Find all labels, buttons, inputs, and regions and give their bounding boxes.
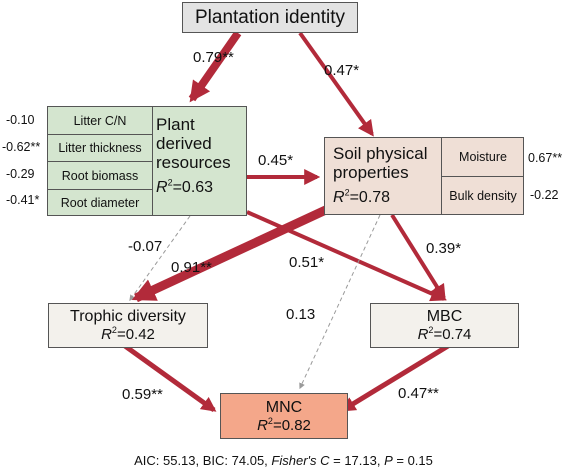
arrow-trophic-mnc [123,343,217,413]
coef-mbc-mnc: 0.47** [398,385,439,402]
node-plant-derived-resources: Litter C/N Litter thickness Root biomass… [47,106,247,216]
coef-plantation-plant: 0.79** [193,49,234,66]
footer-middle: = 17.13, [329,453,385,468]
trophic-r2: R2=0.42 [101,325,155,344]
mbc-r2: R2=0.74 [417,325,472,344]
loading-litter-thickness: -0.62** [2,140,41,154]
coef-plant-soil: 0.45* [258,152,294,169]
arrow-soil-mbc [390,213,446,301]
plant-indicator-root-diameter: Root diameter [60,196,140,210]
plant-indicator-litter-cn: Litter C/N [48,107,152,135]
soil-r2: R2=0.78 [333,187,391,206]
soil-indicator-bulk-density: Bulk density [449,188,517,203]
mbc-label: MBC [426,308,463,325]
coef-plant-trophic: -0.07 [128,238,163,255]
footer-prefix: AIC: 55.13, BIC: 74.05, [134,453,272,468]
node-soil-physical-properties: Soil physical properties R2=0.78 Moistur… [324,137,524,215]
soil-indicator-moisture: Moisture [442,138,524,177]
plant-label-line3: resources [156,153,231,172]
arrow-mbc-mnc [340,343,450,413]
mnc-r2: R2=0.82 [257,416,311,435]
coef-soil-mnc: 0.13 [286,306,316,323]
model-fit-footer: AIC: 55.13, BIC: 74.05, Fisher's C = 17.… [0,453,567,468]
plant-indicator-column: Litter C/N Litter thickness Root biomass… [48,107,153,215]
arrow-plant-mbc [246,210,447,302]
arrow-plantation-soil [298,31,374,137]
coef-soil-mbc: 0.39* [426,240,462,257]
trophic-label: Trophic diversity [70,308,186,325]
node-plantation-identity: Plantation identity [182,2,358,33]
coef-trophic-mnc: 0.59** [122,386,163,403]
loading-root-biomass: -0.29 [6,167,35,181]
arrow-soil-mnc [299,214,381,390]
node-mbc: MBC R2=0.74 [370,303,519,348]
plant-label-line1: Plant [156,115,195,134]
node-plantation-label: Plantation identity [195,6,345,28]
footer-fisher: Fisher's C [271,453,330,468]
node-mnc: MNC R2=0.82 [220,393,348,439]
mnc-label: MNC [265,399,303,416]
coef-plant-mbc: 0.51* [289,254,325,271]
plant-indicator-litter-thickness: Litter thickness [48,135,152,162]
footer-suffix: = 0.15 [392,453,433,468]
plant-indicator-root-biomass: Root biomass [48,162,152,190]
loading-root-diameter: -0.41* [6,193,40,207]
arrow-plantation-plant [188,30,242,103]
arrow-soil-trophic [131,203,332,303]
soil-label-line2: properties [333,163,409,182]
footer-p: P [384,453,393,468]
plant-label-block: Plant derived resources R2=0.63 [156,115,231,197]
node-trophic-diversity: Trophic diversity R2=0.42 [48,303,208,348]
plant-r2: R2=0.63 [156,177,214,196]
loading-litter-cn: -0.10 [6,113,35,127]
soil-label-block: Soil physical properties R2=0.78 [333,144,428,207]
loading-moisture: 0.67** [528,151,563,165]
soil-label-line1: Soil physical [333,144,428,163]
loading-bulk-density: -0.22 [530,188,559,202]
coef-soil-trophic: 0.91** [171,259,212,276]
plant-label-line2: derived [156,134,212,153]
coef-plantation-soil: 0.47* [324,62,360,79]
soil-indicator-column: Moisture Bulk density [441,138,524,214]
